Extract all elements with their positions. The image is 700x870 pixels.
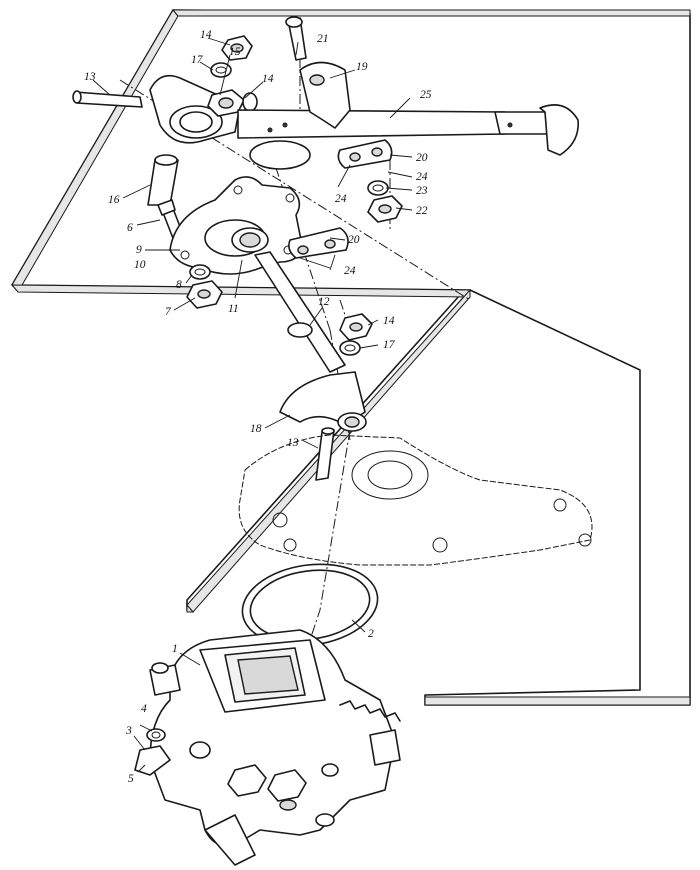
leader-lines — [92, 37, 413, 773]
callout-14-top: 14 — [200, 29, 212, 41]
callout-25: 25 — [420, 89, 432, 101]
callout-12: 12 — [318, 296, 330, 308]
callout-14-lower: 14 — [383, 315, 395, 327]
callout-1: 1 — [172, 643, 178, 655]
callout-24-lower: 24 — [344, 265, 356, 277]
callout-6: 6 — [127, 222, 133, 234]
callout-5: 5 — [128, 773, 134, 785]
callout-24-upper: 24 — [335, 193, 347, 205]
callout-9: 9 — [136, 244, 142, 256]
callout-13-lower: 13 — [287, 437, 299, 449]
upper-lever-assembly — [72, 16, 579, 223]
valve-body — [134, 629, 401, 866]
callout-15: 15 — [229, 46, 241, 58]
callout-19: 19 — [356, 61, 368, 73]
callout-13-upper: 13 — [84, 71, 96, 83]
callout-16: 16 — [108, 194, 120, 206]
callout-labels: 13 14 17 15 14 21 19 25 20 24 23 22 24 1… — [84, 29, 432, 785]
callout-20-upper: 20 — [416, 152, 428, 164]
callout-21: 21 — [317, 33, 329, 45]
callout-23: 23 — [416, 185, 428, 197]
callout-24-right: 24 — [416, 171, 428, 183]
callout-17-lower: 17 — [383, 339, 396, 351]
callout-11: 11 — [228, 303, 239, 315]
callout-18: 18 — [250, 423, 262, 435]
callout-3: 3 — [125, 725, 132, 737]
callout-4: 4 — [141, 703, 147, 715]
flange-and-shaft — [147, 154, 373, 481]
callout-14-mid: 14 — [262, 73, 274, 85]
callout-7: 7 — [165, 306, 172, 318]
callout-22: 22 — [416, 205, 428, 217]
callout-8: 8 — [176, 279, 182, 291]
phantom-housing — [238, 434, 593, 566]
callout-10: 10 — [134, 259, 146, 271]
callout-17-top: 17 — [191, 54, 204, 66]
callout-20-lower: 20 — [348, 234, 360, 246]
callout-2: 2 — [368, 628, 374, 640]
